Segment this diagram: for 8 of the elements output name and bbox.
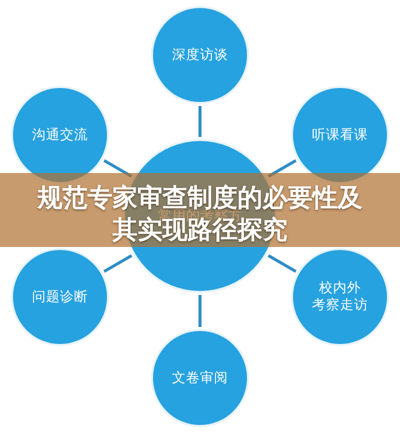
connector-line (198, 106, 202, 137)
connector-line (268, 254, 297, 273)
method-circle: 问题诊断 (13, 250, 107, 344)
connector-line (198, 295, 202, 327)
method-circle: 深度访谈 (153, 8, 247, 102)
method-circle: 文卷审阅 (153, 331, 247, 425)
method-circle: 校内外考察走访 (293, 250, 387, 344)
connector-line (103, 254, 132, 273)
